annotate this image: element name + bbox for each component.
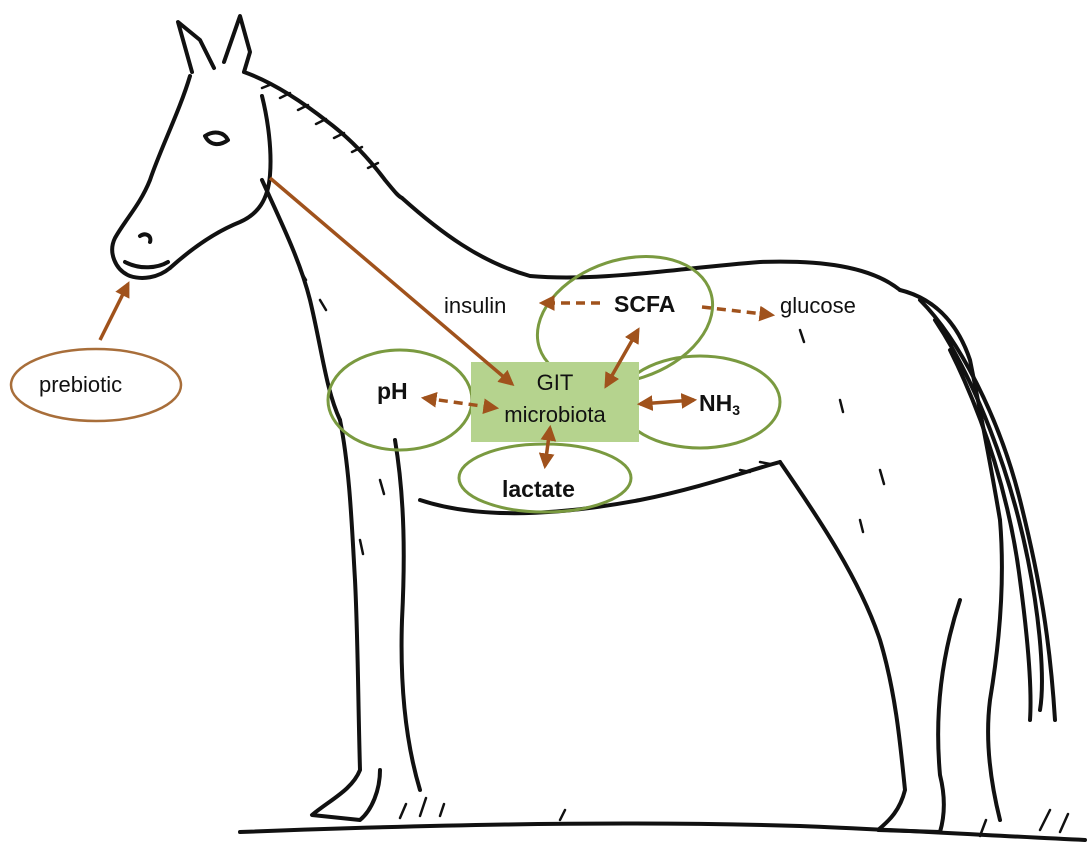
horse-hind-leg-back	[988, 520, 1002, 820]
nh3-subscript: 3	[732, 402, 740, 418]
horse-ear-left	[178, 22, 214, 72]
arrow-git-nh3	[640, 400, 694, 404]
insulin-label: insulin	[444, 295, 506, 317]
microbiota-label: microbiota	[471, 404, 639, 426]
horse-tail	[920, 300, 1055, 720]
horse-back	[402, 198, 900, 290]
lactate-label: lactate	[502, 478, 575, 501]
ground-grass	[400, 798, 1068, 836]
ground-line	[240, 824, 1085, 840]
horse-front-leg-right	[395, 440, 420, 790]
prebiotic-label: prebiotic	[39, 374, 122, 396]
horse-mouth-line	[125, 262, 168, 267]
horse-jaw	[170, 96, 271, 268]
arrow-prebiotic-to-mouth	[100, 284, 128, 340]
horse-face	[112, 76, 190, 278]
diagram-arrows	[100, 178, 772, 466]
nh3-main-text: NH	[699, 390, 732, 416]
horse-ear-right	[224, 16, 250, 72]
horse-front-leg-left	[312, 420, 380, 820]
horse-eye	[205, 133, 228, 145]
glucose-label: glucose	[780, 295, 856, 317]
git-label: GIT	[471, 372, 639, 394]
ph-label: pH	[377, 380, 408, 403]
horse-hind-leg	[780, 462, 960, 832]
horse-mane-texture	[262, 84, 378, 168]
horse-throat	[262, 180, 340, 420]
horse-nostril	[140, 234, 150, 242]
scfa-label: SCFA	[614, 293, 675, 316]
nh3-label: NH3	[699, 392, 740, 417]
